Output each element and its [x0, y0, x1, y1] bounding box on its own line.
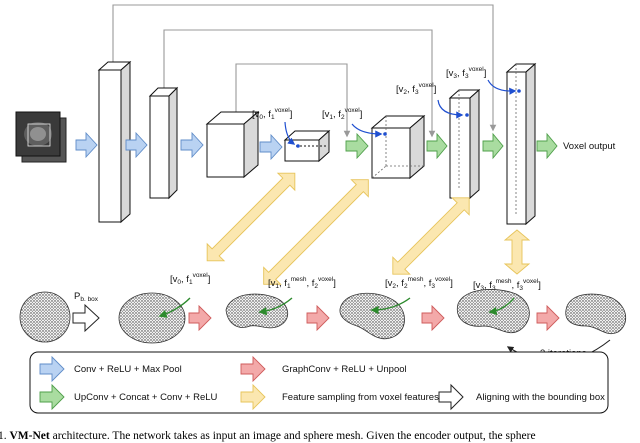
decoder-block-1	[370, 114, 426, 180]
encoder-block-2	[148, 86, 179, 200]
feature-pointers	[284, 79, 517, 145]
voxel-feature-labels: [v0, f1voxel] [v1, f2voxel] [v2, f3voxel…	[252, 66, 486, 121]
conv-arrow-2	[125, 131, 148, 159]
sampling-arrow-3	[392, 197, 470, 275]
feature-sampling-arrows	[206, 172, 531, 285]
legend-sampling-text: Feature sampling from voxel features	[282, 392, 439, 403]
graphconv-arrow-1	[188, 304, 212, 332]
legend-upconv-icon	[39, 383, 65, 411]
label-v0-f1: [v0, f1voxel]	[252, 107, 292, 121]
deformed-mesh-2	[339, 292, 405, 340]
upconv-arrow-4	[536, 132, 558, 160]
legend-sampling-icon	[240, 383, 266, 411]
skip-connection-1	[112, 4, 497, 132]
label-mesh-3: [v3, f3mesh, f3voxel]	[473, 278, 541, 292]
voxel-output-label: Voxel output	[563, 141, 616, 152]
decoder-block-2	[448, 88, 481, 200]
label-mesh-1: [v1, f1mesh, f2voxel]	[268, 276, 336, 290]
sampling-arrow-1	[206, 172, 296, 262]
sample-points	[296, 89, 521, 148]
label-mesh-2: [v2, f2mesh, f3voxel]	[385, 276, 453, 290]
upconv-arrow-2	[426, 132, 448, 160]
alignment-arrow: Pb. box	[72, 291, 100, 333]
graphconv-arrow-4	[536, 304, 560, 332]
decoder-block-3	[505, 62, 537, 226]
graphconv-arrow-3	[421, 304, 445, 332]
output-mesh	[565, 293, 626, 334]
p-bbox-label: Pb. box	[74, 291, 99, 303]
encoder-block-3	[205, 110, 260, 179]
skip-connection-3	[235, 63, 351, 138]
legend-align-icon	[438, 383, 464, 411]
conv-arrow-3	[180, 131, 204, 159]
sampling-arrow-4	[503, 229, 531, 275]
mesh-sampling-pointers	[158, 297, 515, 318]
graphconv-arrow-2	[306, 304, 330, 332]
aligned-mesh	[118, 292, 186, 344]
legend-conv-text: Conv + ReLU + Max Pool	[74, 364, 182, 375]
encoder-arrows	[75, 131, 283, 161]
skip-connection-2	[163, 29, 436, 138]
upconv-arrow-1	[345, 132, 369, 160]
legend-graphconv-icon	[240, 355, 266, 383]
label-v3-f3: [v3, f3voxel]	[446, 66, 486, 80]
graphconv-arrows	[188, 304, 560, 332]
deformed-mesh-1	[225, 293, 289, 329]
legend: Conv + ReLU + Max Pool GraphConv + ReLU …	[29, 351, 609, 414]
input-image	[15, 111, 67, 163]
label-mesh-0: [v0, f1voxel]	[170, 272, 210, 286]
legend-conv-icon	[39, 355, 65, 383]
decoder-arrows	[345, 132, 558, 160]
legend-box	[29, 351, 609, 414]
legend-upconv-text: UpConv + Concat + Conv + ReLU	[74, 392, 218, 403]
label-v1-f2: [v1, f2voxel]	[322, 107, 362, 121]
figure-caption: 1. VM-Net architecture. The network take…	[0, 430, 536, 442]
legend-align-text: Aligning with the bounding box	[476, 392, 605, 403]
bottleneck-block	[283, 129, 331, 163]
network-blocks	[97, 60, 537, 226]
upconv-arrow-3	[482, 132, 504, 160]
skip-connections	[112, 4, 497, 138]
label-v2-f3: [v2, f3voxel]	[396, 82, 436, 96]
mesh-feature-labels: [v0, f1voxel] [v1, f1mesh, f2voxel] [v2,…	[170, 272, 541, 292]
sphere-mesh	[19, 291, 71, 343]
conv-arrow-1	[75, 131, 98, 159]
encoder-block-1	[97, 60, 132, 224]
sampling-arrow-2	[263, 179, 369, 285]
conv-arrow-4	[259, 133, 283, 161]
legend-graphconv-text: GraphConv + ReLU + Unpool	[282, 364, 407, 375]
